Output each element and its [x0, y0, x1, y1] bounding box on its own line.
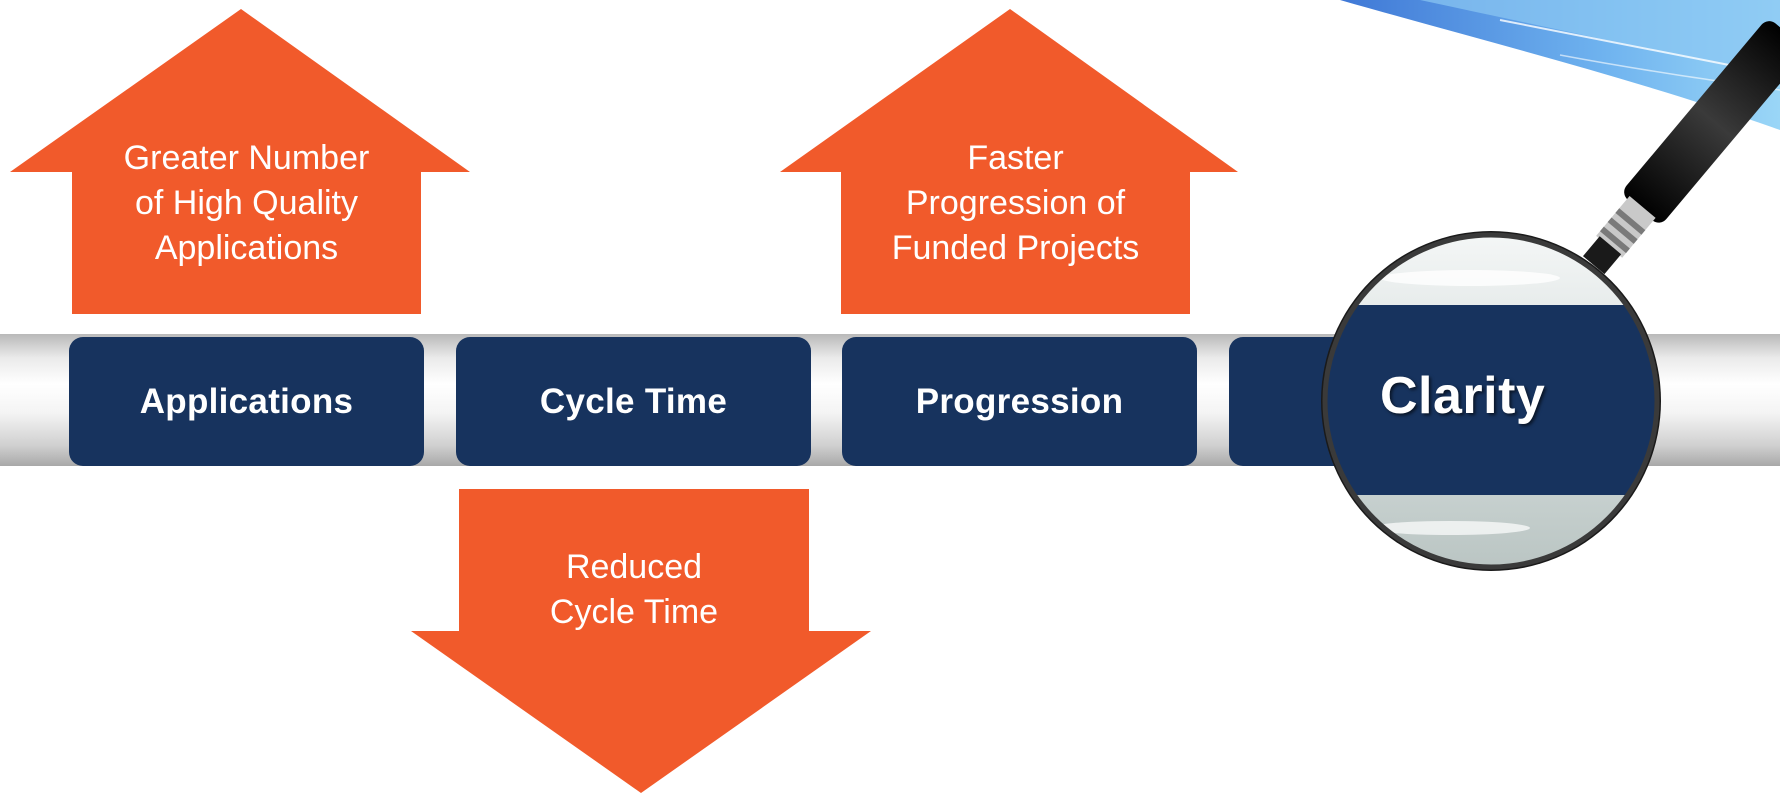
up-arrow-shape [10, 9, 470, 314]
down-arrow-shape [411, 489, 871, 793]
applications-box: Applications [69, 337, 424, 466]
applications-arrow-label: Greater Number of High Quality Applicati… [123, 139, 370, 267]
applications-up-arrow: Greater Number of High Quality Applicati… [10, 9, 470, 314]
clarity-label: Clarity [1380, 367, 1546, 425]
progression-box: Progression [842, 337, 1197, 466]
cycle-time-down-arrow: Reduced Cycle Time [411, 489, 871, 793]
progression-up-arrow: Faster Progression of Funded Projects [780, 9, 1238, 314]
cycle-time-box: Cycle Time [456, 337, 811, 466]
progression-arrow-label: Faster Progression of Funded Projects [891, 139, 1140, 267]
up-arrow-shape [780, 9, 1238, 314]
cycle-time-arrow-label: Reduced Cycle Time [549, 548, 719, 631]
